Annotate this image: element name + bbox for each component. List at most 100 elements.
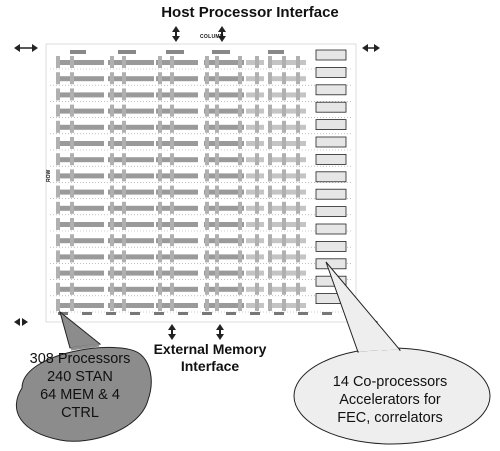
interconnect-stub	[238, 250, 242, 263]
processor-tile	[204, 60, 244, 65]
processor-tile	[156, 238, 198, 244]
interconnect-stub	[170, 266, 174, 279]
interconnect-stub	[70, 137, 74, 149]
callout-left-line-2: 240 STAN	[47, 369, 113, 385]
interconnect-stub	[170, 56, 174, 68]
interconnect-stub	[255, 104, 259, 117]
interconnect-stub	[215, 137, 219, 149]
processor-tile	[108, 222, 154, 227]
interconnect-stub	[205, 120, 209, 133]
interconnect-stub	[158, 266, 162, 279]
interconnect-stub	[238, 120, 242, 133]
interconnect-stub	[296, 169, 300, 182]
processor-tile	[204, 303, 244, 308]
processor-tile	[268, 124, 306, 130]
interconnect-stub	[268, 234, 272, 247]
processor-tile	[204, 157, 244, 163]
interconnect-stub	[255, 201, 259, 214]
memory-block	[298, 312, 308, 315]
coprocessor-box	[315, 84, 347, 96]
processor-tile	[204, 254, 244, 260]
interconnect-stub	[110, 299, 114, 311]
interconnect-stub	[122, 282, 126, 295]
interconnect-stub	[158, 88, 162, 101]
interconnect-stub	[70, 234, 74, 247]
interconnect-stub	[215, 72, 219, 85]
interconnect-stub	[56, 185, 60, 198]
interconnect-stub	[122, 56, 126, 68]
host-processor-interface-title: Host Processor Interface	[161, 4, 339, 21]
interconnect-stub	[282, 201, 286, 214]
interconnect-stub	[215, 282, 219, 295]
interconnect-stub	[122, 153, 126, 166]
interconnect-stub	[170, 234, 174, 247]
processor-tile	[108, 141, 154, 146]
interconnect-stub	[158, 234, 162, 247]
interconnect-stub	[122, 201, 126, 214]
interconnect-stub	[122, 72, 126, 85]
interconnect-stub	[238, 153, 242, 166]
interconnect-stub	[215, 250, 219, 263]
interconnect-stub	[158, 169, 162, 182]
interconnect-stub	[122, 266, 126, 279]
processor-tile	[56, 92, 104, 98]
interconnect-stub	[205, 169, 209, 182]
processor-tile	[268, 254, 306, 260]
interconnect-stub	[205, 218, 209, 230]
interconnect-stub	[205, 137, 209, 149]
interconnect-stub	[238, 282, 242, 295]
array-frame	[45, 43, 357, 323]
interconnect-stub	[296, 185, 300, 198]
interconnect-stub	[170, 218, 174, 230]
interconnect-stub	[282, 56, 286, 68]
processor-tile	[156, 124, 198, 130]
interconnect-stub	[255, 56, 259, 68]
processor-tile	[268, 222, 306, 227]
interconnect-stub	[205, 72, 209, 85]
processor-tile	[268, 92, 306, 98]
interconnect-stub	[56, 266, 60, 279]
arrow-top-right-icon	[218, 26, 226, 42]
interconnect-stub	[296, 201, 300, 214]
interconnect-stub	[110, 218, 114, 230]
interconnect-stub	[110, 88, 114, 101]
interconnect-stub	[238, 104, 242, 117]
interconnect-stub	[110, 72, 114, 85]
interconnect-stub	[268, 185, 272, 198]
callout-left-bubble	[15, 310, 152, 442]
interconnect-stub	[70, 250, 74, 263]
interconnect-stub	[110, 201, 114, 214]
interconnect-stub	[70, 218, 74, 230]
interconnect-stub	[255, 88, 259, 101]
callout-right-bubble	[293, 261, 491, 445]
interconnect-stub	[110, 56, 114, 68]
processor-tile	[156, 254, 198, 260]
interconnect-stub	[296, 56, 300, 68]
interconnect-stub	[110, 120, 114, 133]
interconnect-stub	[296, 234, 300, 247]
callout-left-text: 308 Processors 240 STAN 64 MEM & 4 CTRL	[10, 350, 150, 422]
interconnect-stub	[110, 266, 114, 279]
arrow-bottom-right-icon	[216, 324, 224, 340]
interconnect-stub	[268, 72, 272, 85]
processor-tile	[268, 60, 306, 65]
interconnect-stub	[122, 250, 126, 263]
arrow-side-bottom-left-icon	[14, 318, 28, 326]
processor-tile	[108, 92, 154, 98]
memory-block	[322, 312, 332, 315]
interconnect-stub	[70, 299, 74, 311]
coprocessor-box	[315, 49, 347, 61]
interconnect-stub	[238, 299, 242, 311]
interconnect-stub	[170, 137, 174, 149]
memory-block	[274, 312, 284, 315]
interconnect-stub	[215, 104, 219, 117]
arrow-top-left-icon	[172, 26, 180, 42]
processor-tile	[56, 157, 104, 163]
processor-tile	[156, 173, 198, 179]
interconnect-stub	[122, 137, 126, 149]
interconnect-stub	[70, 56, 74, 68]
interconnect-stub	[282, 266, 286, 279]
processor-tile	[156, 222, 198, 227]
processor-tile	[156, 303, 198, 308]
